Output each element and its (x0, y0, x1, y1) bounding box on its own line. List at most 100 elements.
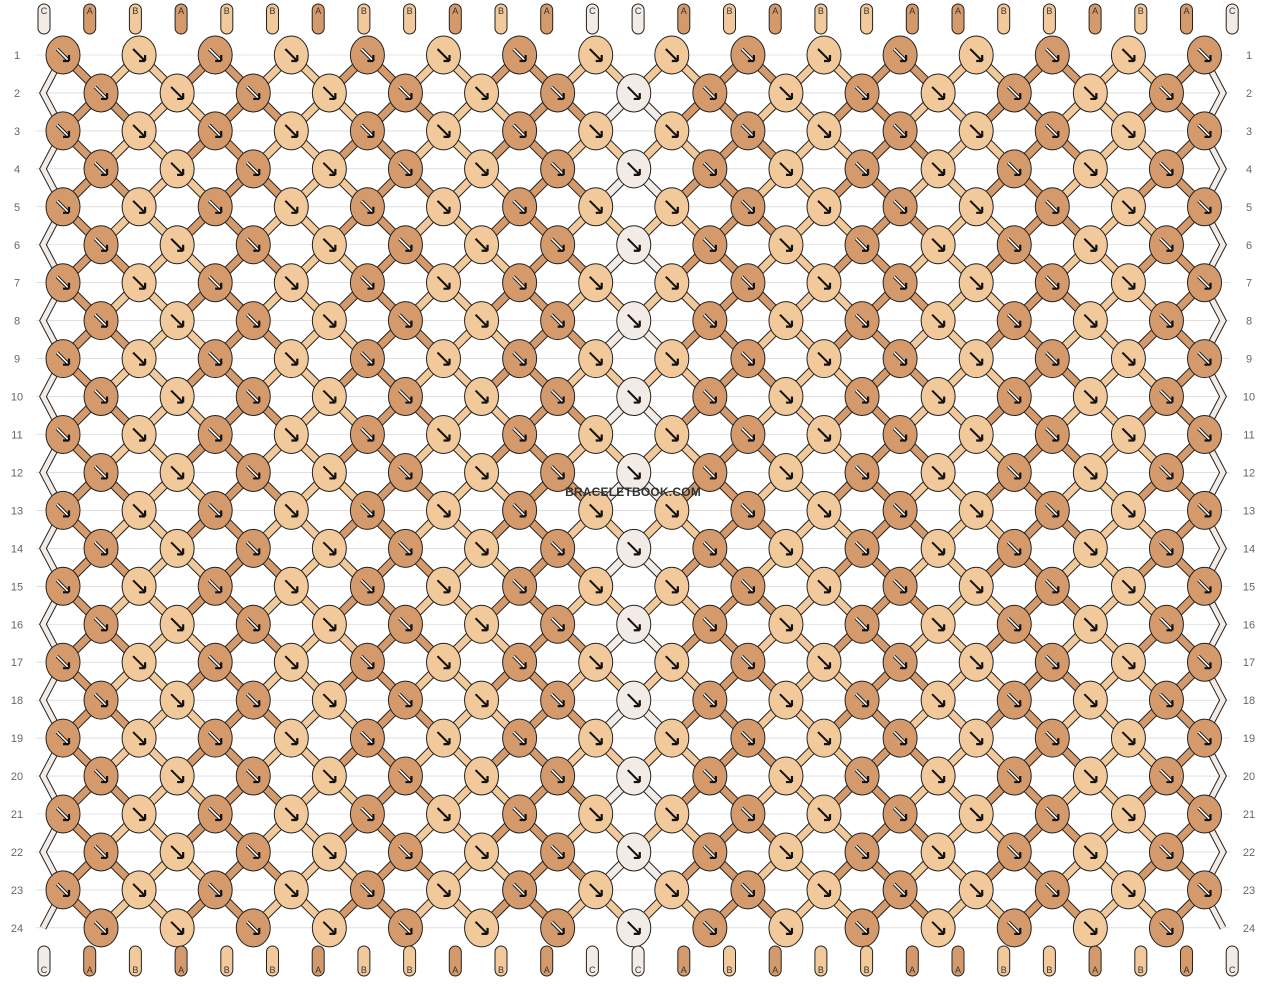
knot[interactable] (958, 263, 994, 303)
knot[interactable] (844, 604, 880, 644)
knot[interactable] (83, 908, 119, 948)
knot[interactable] (159, 908, 195, 948)
knot[interactable] (806, 718, 842, 758)
knot[interactable] (1187, 718, 1222, 758)
knot[interactable] (692, 225, 728, 265)
knot[interactable] (958, 566, 994, 606)
knot[interactable] (730, 490, 766, 530)
knot[interactable] (692, 832, 728, 872)
knot[interactable] (121, 111, 157, 151)
knot[interactable] (996, 73, 1032, 113)
knot[interactable] (958, 490, 994, 530)
knot[interactable] (311, 73, 347, 113)
knot[interactable] (768, 680, 804, 720)
knot[interactable] (920, 680, 956, 720)
knot[interactable] (45, 642, 81, 682)
knot[interactable] (882, 870, 918, 910)
knot[interactable] (426, 870, 461, 910)
knot[interactable] (1148, 73, 1184, 113)
knot[interactable] (958, 111, 994, 151)
knot[interactable] (616, 73, 652, 113)
knot[interactable] (426, 111, 461, 151)
knot[interactable] (1148, 225, 1184, 265)
knot[interactable] (1110, 490, 1146, 530)
knot[interactable] (692, 908, 728, 948)
knot[interactable] (882, 35, 918, 75)
knot[interactable] (616, 225, 652, 265)
knot[interactable] (197, 794, 233, 834)
knot[interactable] (273, 794, 309, 834)
knot[interactable] (502, 490, 538, 530)
knot[interactable] (1034, 794, 1070, 834)
knot[interactable] (1034, 490, 1070, 530)
knot[interactable] (273, 566, 309, 606)
knot[interactable] (121, 718, 157, 758)
knot[interactable] (654, 642, 690, 682)
knot[interactable] (654, 35, 690, 75)
knot[interactable] (273, 187, 309, 227)
knot[interactable] (958, 718, 994, 758)
knot[interactable] (806, 339, 842, 379)
knot[interactable] (426, 718, 461, 758)
knot[interactable] (502, 870, 538, 910)
knot[interactable] (235, 680, 271, 720)
knot[interactable] (197, 339, 233, 379)
knot[interactable] (920, 73, 956, 113)
knot[interactable] (464, 908, 500, 948)
knot[interactable] (83, 832, 119, 872)
knot[interactable] (273, 718, 309, 758)
knot[interactable] (502, 187, 538, 227)
knot[interactable] (1148, 301, 1184, 341)
knot[interactable] (349, 794, 385, 834)
knot[interactable] (616, 301, 652, 341)
knot[interactable] (692, 301, 728, 341)
knot[interactable] (540, 604, 576, 644)
knot[interactable] (464, 452, 500, 492)
knot[interactable] (83, 73, 119, 113)
knot[interactable] (1072, 604, 1108, 644)
knot[interactable] (882, 566, 918, 606)
knot[interactable] (1072, 73, 1108, 113)
knot[interactable] (958, 870, 994, 910)
knot[interactable] (1072, 756, 1108, 796)
knot[interactable] (1148, 908, 1184, 948)
knot[interactable] (387, 452, 423, 492)
knot[interactable] (920, 528, 956, 568)
knot[interactable] (273, 263, 309, 303)
knot[interactable] (1034, 415, 1070, 454)
knot[interactable] (920, 604, 956, 644)
knot[interactable] (387, 908, 423, 948)
knot[interactable] (502, 415, 538, 454)
knot[interactable] (159, 680, 195, 720)
knot[interactable] (1187, 566, 1222, 606)
knot[interactable] (426, 642, 461, 682)
knot[interactable] (426, 35, 461, 75)
knot[interactable] (692, 149, 728, 189)
knot[interactable] (578, 642, 614, 682)
knot[interactable] (1110, 718, 1146, 758)
knot[interactable] (1110, 187, 1146, 227)
knot[interactable] (1187, 111, 1222, 151)
knot[interactable] (654, 263, 690, 303)
knot[interactable] (197, 415, 233, 454)
knot[interactable] (464, 149, 500, 189)
knot[interactable] (540, 149, 576, 189)
knot[interactable] (578, 415, 614, 454)
knot[interactable] (844, 377, 880, 417)
knot[interactable] (311, 832, 347, 872)
knot[interactable] (578, 35, 614, 75)
knot[interactable] (1110, 35, 1146, 75)
knot[interactable] (578, 870, 614, 910)
knot[interactable] (45, 870, 81, 910)
knot[interactable] (996, 908, 1032, 948)
knot[interactable] (882, 642, 918, 682)
knot[interactable] (958, 339, 994, 379)
knot[interactable] (654, 111, 690, 151)
knot[interactable] (768, 73, 804, 113)
knot[interactable] (273, 35, 309, 75)
knot[interactable] (844, 301, 880, 341)
knot[interactable] (578, 111, 614, 151)
knot[interactable] (540, 832, 576, 872)
knot[interactable] (464, 680, 500, 720)
knot[interactable] (844, 908, 880, 948)
